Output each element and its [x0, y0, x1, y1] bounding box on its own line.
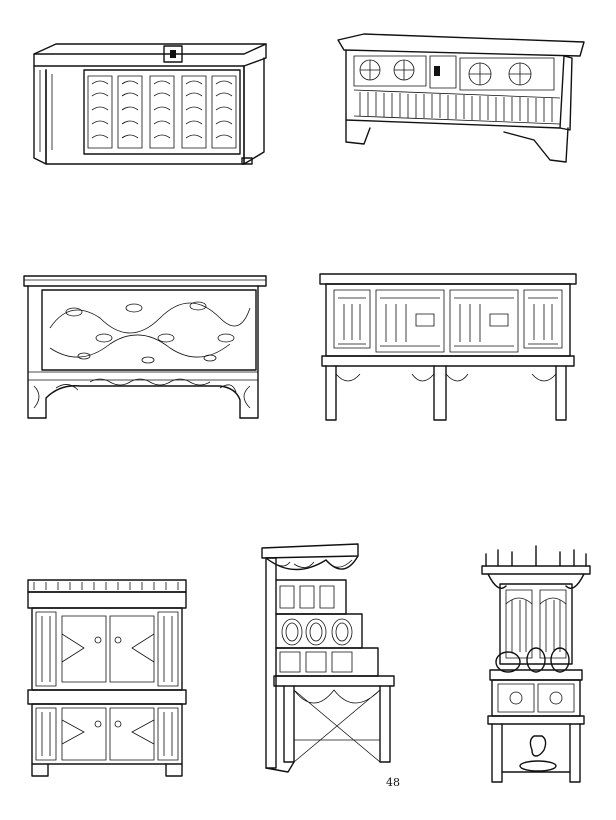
page-number: 48	[386, 776, 400, 789]
illustration-stepped-dresser	[254, 540, 402, 780]
illustration-chest-rosettes	[334, 30, 590, 170]
illustration-spired-dresser	[478, 544, 594, 788]
illustration-buffet-stand	[318, 270, 580, 426]
illustration-cupboard-two-tier	[24, 576, 192, 782]
illustration-chest-linenfold	[26, 40, 274, 168]
illustration-chest-foliate	[20, 268, 278, 432]
